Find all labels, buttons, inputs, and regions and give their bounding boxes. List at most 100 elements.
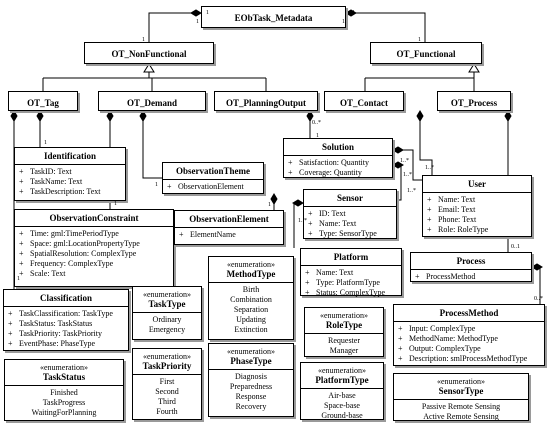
class-nonfunc[interactable]: OT_NonFunctional bbox=[84, 42, 214, 64]
attribute-text: Type: PlatformType bbox=[316, 278, 380, 287]
class-name: Process bbox=[411, 253, 531, 270]
class-planning[interactable]: OT_PlanningOutput bbox=[214, 91, 318, 111]
enum-literal: Finished bbox=[50, 388, 78, 397]
enum-name: MethodType bbox=[226, 269, 276, 279]
enum-literal: First bbox=[159, 377, 175, 386]
class-name: OT_Demand bbox=[126, 98, 177, 108]
class-sensor[interactable]: Sensor+ID: Text+Name: Text+Type: SensorT… bbox=[303, 189, 397, 239]
attribute: +ElementName bbox=[179, 230, 281, 240]
enum-header: «enumeration»RoleType bbox=[305, 308, 383, 334]
attribute: +Type: SensorType bbox=[308, 229, 394, 239]
enum-literal: Active Remote Sensing bbox=[423, 412, 499, 421]
visibility-marker: + bbox=[19, 167, 24, 176]
enum-header: «enumeration»PhaseType bbox=[209, 344, 293, 370]
class-user[interactable]: User+Name: Text+Email: Text+Phone: Text+… bbox=[422, 175, 532, 237]
class-contact[interactable]: OT_Contact bbox=[324, 91, 404, 111]
class-platform[interactable]: Platform+Name: Text+Type: PlatformType+S… bbox=[300, 248, 402, 298]
attribute: + Scale: Text bbox=[19, 269, 171, 279]
enum-name: TaskStatus bbox=[42, 372, 86, 382]
multiplicity-label: 1..* bbox=[400, 158, 409, 164]
class-identification[interactable]: Identification+TaskID: Text+TaskName: Te… bbox=[14, 147, 126, 201]
class-process-method[interactable]: ProcessMethod+Input: ComplexType+MethodN… bbox=[393, 304, 545, 366]
class-name: OT_Tag bbox=[27, 98, 59, 108]
visibility-marker: + bbox=[398, 344, 403, 353]
class-process[interactable]: Process+ProcessMethod bbox=[410, 252, 532, 282]
attribute: +Phone: Text bbox=[427, 215, 529, 225]
visibility-marker: + bbox=[19, 269, 24, 278]
attribute: +TaskDescription: Text bbox=[19, 187, 123, 197]
visibility-marker: + bbox=[398, 324, 403, 333]
enum-name: TaskPriority bbox=[142, 361, 192, 371]
class-obs-element[interactable]: ObservationElement+ElementName bbox=[174, 210, 284, 245]
enum-stereotype: «enumeration» bbox=[318, 366, 366, 375]
enum-literal: TaskProgress bbox=[42, 398, 86, 407]
enum-literal: Preparedness bbox=[229, 382, 273, 391]
composition-diamond bbox=[392, 146, 404, 154]
class-name: OT_Functional bbox=[396, 49, 456, 59]
enum-literal: Air-base bbox=[328, 391, 356, 400]
enum-literal: Space-base bbox=[324, 401, 360, 410]
multiplicity-label: 1 bbox=[206, 10, 209, 16]
class-name: ProcessMethod bbox=[394, 305, 544, 322]
attribute: +ObservationElement bbox=[167, 182, 261, 192]
attribute: +Role: RoleType bbox=[427, 225, 529, 235]
class-obs-constraint[interactable]: ObservationConstraint+Time: gml:TimePeri… bbox=[14, 209, 174, 287]
attribute-text: Output: ComplexType bbox=[409, 344, 481, 353]
enum-literal: Extinction bbox=[234, 325, 268, 334]
attribute: +MethodName: MethodType bbox=[398, 334, 542, 344]
multiplicity-label: 1 bbox=[17, 276, 20, 282]
class-name: OT_Contact bbox=[340, 98, 388, 108]
attribute-list: +Time: gml:TimePeriodType+Space: gml:Loc… bbox=[15, 227, 173, 279]
multiplicity-label: 1 bbox=[114, 201, 117, 207]
composition-diamond bbox=[36, 110, 44, 122]
class-obs-theme[interactable]: ObservationTheme+ObservationElement bbox=[162, 162, 264, 194]
visibility-marker: + bbox=[8, 309, 13, 318]
attribute-text: TaskPriority: TaskPriority bbox=[19, 329, 102, 338]
visibility-marker: + bbox=[415, 272, 420, 281]
multiplicity-label: 1..* bbox=[298, 218, 307, 224]
visibility-marker: + bbox=[19, 187, 24, 196]
enum-stereotype: «enumeration» bbox=[320, 311, 368, 320]
class-solution[interactable]: Solution+Satisfaction: Quantity+Coverage… bbox=[283, 138, 393, 178]
attribute-text: Name: Text bbox=[319, 219, 357, 228]
attribute-text: Name: Text bbox=[438, 195, 476, 204]
class-process-ot[interactable]: OT_Process bbox=[437, 91, 511, 111]
visibility-marker: + bbox=[398, 354, 403, 363]
multiplicity-label: 1 bbox=[44, 140, 47, 146]
attribute: +SpatialResolution: ComplexType bbox=[19, 249, 171, 259]
class-tag[interactable]: OT_Tag bbox=[8, 91, 78, 111]
class-demand[interactable]: OT_Demand bbox=[98, 91, 206, 111]
attribute-text: Space: gml:LocationPropertyType bbox=[30, 239, 140, 248]
attribute-list: +Name: Text+Type: PlatformType+Status: C… bbox=[301, 266, 401, 298]
enum-header: «enumeration»SensorType bbox=[394, 374, 528, 400]
attribute-text: Scale: Text bbox=[30, 269, 66, 278]
connector-line bbox=[148, 12, 201, 42]
enum-name: PhaseType bbox=[230, 356, 272, 366]
visibility-marker: + bbox=[427, 205, 432, 214]
enum-stereotype: «enumeration» bbox=[227, 260, 275, 269]
enum-literal: Recovery bbox=[235, 402, 267, 411]
class-eob[interactable]: EObTask_Metadata bbox=[201, 6, 346, 28]
class-func[interactable]: OT_Functional bbox=[370, 42, 482, 64]
enum-literal: Fourth bbox=[156, 407, 178, 416]
multiplicity-label: 1 bbox=[352, 10, 355, 16]
multiplicity-label: 1 bbox=[155, 182, 158, 188]
composition-diamond bbox=[504, 110, 512, 122]
enum-literal: WaitingForPlanning bbox=[31, 408, 97, 417]
attribute-text: Type: SensorType bbox=[319, 229, 377, 238]
class-classification[interactable]: Classification+TaskClassification: TaskT… bbox=[3, 289, 129, 351]
class-name: EObTask_Metadata bbox=[234, 13, 313, 23]
attribute: +Satisfaction: Quantity bbox=[288, 158, 390, 168]
attribute: +Space: gml:LocationPropertyType bbox=[19, 239, 171, 249]
